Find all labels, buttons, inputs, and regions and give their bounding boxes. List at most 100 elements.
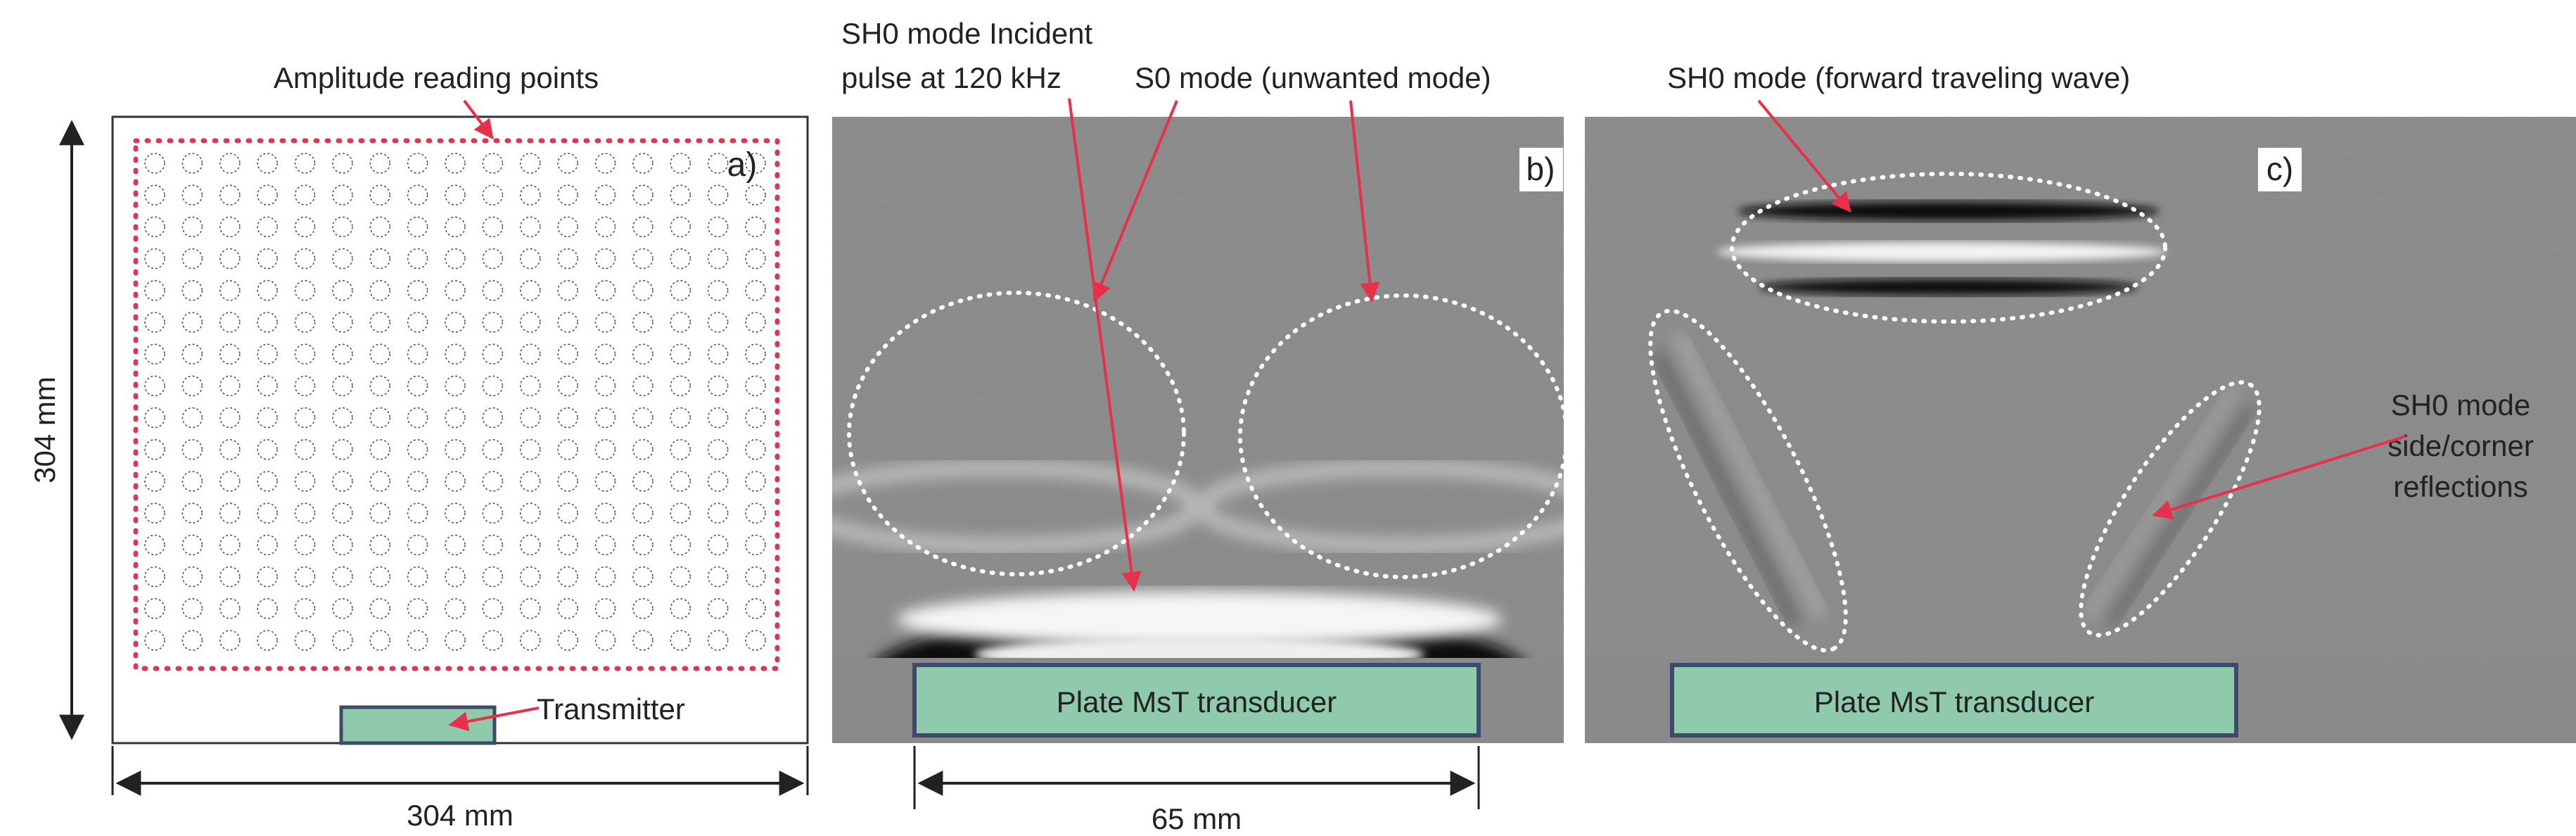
reading-point <box>519 248 541 270</box>
reading-point <box>407 566 428 588</box>
reading-point <box>482 279 504 301</box>
reading-point <box>632 216 653 238</box>
reading-point <box>519 343 541 365</box>
reading-point <box>369 502 391 524</box>
reading-point <box>519 279 541 301</box>
panel-b-label: b) <box>1526 151 1555 187</box>
reading-point <box>632 343 653 365</box>
reading-point <box>144 279 165 301</box>
reading-point <box>181 312 203 333</box>
reading-point <box>369 312 391 333</box>
reading-point <box>445 438 466 460</box>
reading-point <box>407 471 428 492</box>
reading-point <box>707 184 729 206</box>
amplitude-points-arrow <box>463 99 494 140</box>
reading-point <box>482 248 504 270</box>
reading-point <box>181 248 203 270</box>
reading-point <box>519 375 541 397</box>
reading-point <box>294 534 316 556</box>
reading-point <box>407 502 428 524</box>
reading-point <box>519 534 541 556</box>
reading-point <box>369 184 391 206</box>
reading-point <box>482 597 504 619</box>
vertical-dimension-label: 304 mm <box>28 376 61 483</box>
reading-point <box>219 279 241 301</box>
reading-point <box>670 248 691 270</box>
reading-point <box>557 534 578 556</box>
reading-point <box>144 153 165 174</box>
reading-point <box>445 248 466 270</box>
reading-point <box>144 502 165 524</box>
reading-point <box>294 630 316 651</box>
reading-point <box>632 184 653 206</box>
reading-point <box>632 153 653 174</box>
reading-point <box>294 153 316 174</box>
reading-point <box>482 502 504 524</box>
reading-point <box>294 438 316 460</box>
reading-point <box>407 597 428 619</box>
reading-point <box>369 471 391 492</box>
reading-point <box>594 216 616 238</box>
reading-point <box>144 534 165 556</box>
reading-point <box>407 343 428 365</box>
reading-point <box>445 630 466 651</box>
reading-point <box>445 153 466 174</box>
reading-point <box>219 438 241 460</box>
reading-point <box>369 566 391 588</box>
reading-point <box>670 597 691 619</box>
reading-point <box>257 534 278 556</box>
reading-point <box>519 630 541 651</box>
reading-point <box>407 534 428 556</box>
reading-point <box>594 597 616 619</box>
reading-point <box>219 471 241 492</box>
reading-point <box>407 375 428 397</box>
reading-point <box>670 343 691 365</box>
reading-point <box>257 630 278 651</box>
reading-point <box>707 471 729 492</box>
reading-point <box>482 630 504 651</box>
reading-point <box>332 534 353 556</box>
reading-point <box>332 471 353 492</box>
reading-point <box>482 375 504 397</box>
reading-point <box>482 407 504 429</box>
panel-c-label: c) <box>2266 151 2293 187</box>
reading-point <box>407 630 428 651</box>
s0-region-right <box>1238 293 1569 579</box>
reading-point <box>745 184 766 206</box>
reading-point <box>257 407 278 429</box>
reading-point <box>557 502 578 524</box>
reading-point <box>445 534 466 556</box>
reading-point <box>144 312 165 333</box>
reading-point <box>181 534 203 556</box>
reading-point <box>557 312 578 333</box>
reading-point <box>745 566 766 588</box>
reading-point <box>557 248 578 270</box>
reading-point <box>294 312 316 333</box>
reading-point <box>257 184 278 206</box>
reading-point <box>332 502 353 524</box>
reading-point <box>445 216 466 238</box>
reading-point <box>144 630 165 651</box>
reading-point <box>294 343 316 365</box>
reading-point <box>445 597 466 619</box>
reading-point <box>219 248 241 270</box>
reading-point <box>632 502 653 524</box>
side-reflection-region-left <box>1648 308 1848 653</box>
reading-point <box>407 279 428 301</box>
reading-point <box>557 153 578 174</box>
reading-point <box>707 597 729 619</box>
reading-point <box>445 566 466 588</box>
reading-point <box>332 216 353 238</box>
reading-point <box>670 184 691 206</box>
reading-point <box>670 534 691 556</box>
reading-point <box>745 630 766 651</box>
reading-point <box>294 471 316 492</box>
reading-point <box>557 375 578 397</box>
reading-point <box>181 216 203 238</box>
reading-point <box>257 343 278 365</box>
reading-point <box>670 279 691 301</box>
reading-point <box>407 312 428 333</box>
reading-point <box>707 630 729 651</box>
reading-point <box>519 471 541 492</box>
reading-point <box>594 407 616 429</box>
